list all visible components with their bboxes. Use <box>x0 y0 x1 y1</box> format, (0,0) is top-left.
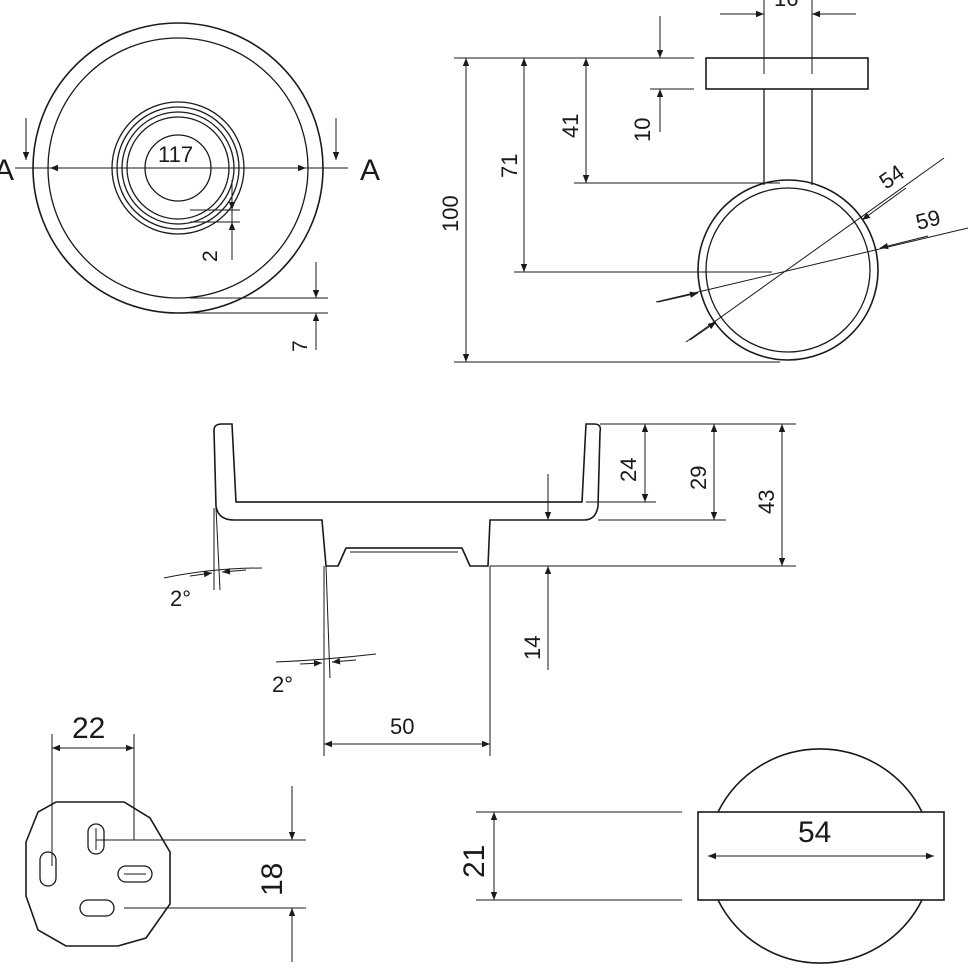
draft-outer-arrow-left <box>189 570 213 578</box>
diameter-label: 117 <box>158 142 193 167</box>
draft-outer-label: 2° <box>170 586 191 611</box>
slot-top <box>87 823 105 855</box>
top-view: A A 117 2 7 <box>0 22 380 352</box>
wall-flange <box>705 57 869 90</box>
draft-outer-arc <box>163 567 263 579</box>
bracket-disc-top <box>717 748 923 813</box>
bracket-bar <box>697 811 945 901</box>
slot-left <box>39 851 57 887</box>
base-width-label: 50 <box>390 714 414 739</box>
step-label: 2 <box>199 250 222 262</box>
total-height-label: 43 <box>754 490 779 514</box>
thickness-label: 21 <box>458 845 491 878</box>
section-body <box>213 423 602 567</box>
side-view: 16 100 71 41 10 54 59 <box>438 0 969 363</box>
center-label: 71 <box>497 154 522 178</box>
flange-width-label: 16 <box>774 0 798 11</box>
draft-base-arc <box>275 653 377 663</box>
section-mark-right: A <box>360 154 380 187</box>
flange-label: 10 <box>630 118 655 142</box>
inner-depth-label: 24 <box>616 458 641 482</box>
inner-diameter-label: 54 <box>875 160 909 195</box>
slot-right <box>117 865 153 883</box>
section-mark-left: A <box>0 154 14 187</box>
inner-diameter-arrow-top <box>861 187 907 221</box>
inner-diameter-arrow-bottom <box>689 321 717 341</box>
stem-label: 41 <box>558 114 583 138</box>
bracket-disc-bottom <box>717 899 923 964</box>
draft-outer-ext <box>215 507 221 591</box>
draft-base-label: 2° <box>272 672 293 697</box>
slot-spacing-label: 18 <box>256 863 289 896</box>
base-label: 14 <box>520 636 545 660</box>
section-view: 24 29 43 14 50 2° 2° <box>163 423 796 756</box>
draft-base-ext <box>325 565 331 679</box>
slot-bottom <box>79 899 115 917</box>
outer-diameter-arrow-bottom <box>657 291 699 303</box>
outer-diameter-arrow-top <box>879 235 929 250</box>
ring-outer <box>697 179 879 361</box>
outer-diameter-leader <box>655 227 969 303</box>
hole-spacing-label: 22 <box>72 712 105 745</box>
mount-plate-outline <box>25 801 171 947</box>
base-recess <box>337 547 471 567</box>
mount-plate-view: 22 18 <box>25 712 306 962</box>
inner-diameter-leader <box>685 157 945 343</box>
ring-inner <box>705 187 871 353</box>
outer-diameter-label: 59 <box>913 205 943 235</box>
draft-base-arrow-right <box>331 658 357 665</box>
bracket-view: 21 54 <box>458 748 945 964</box>
rim-label: 7 <box>289 340 312 352</box>
draft-outer-arrow-right <box>221 568 247 575</box>
height-label: 100 <box>438 195 463 232</box>
width-label: 54 <box>798 816 831 849</box>
draft-base-arrow-left <box>299 660 323 667</box>
rim-depth-label: 29 <box>686 466 711 490</box>
